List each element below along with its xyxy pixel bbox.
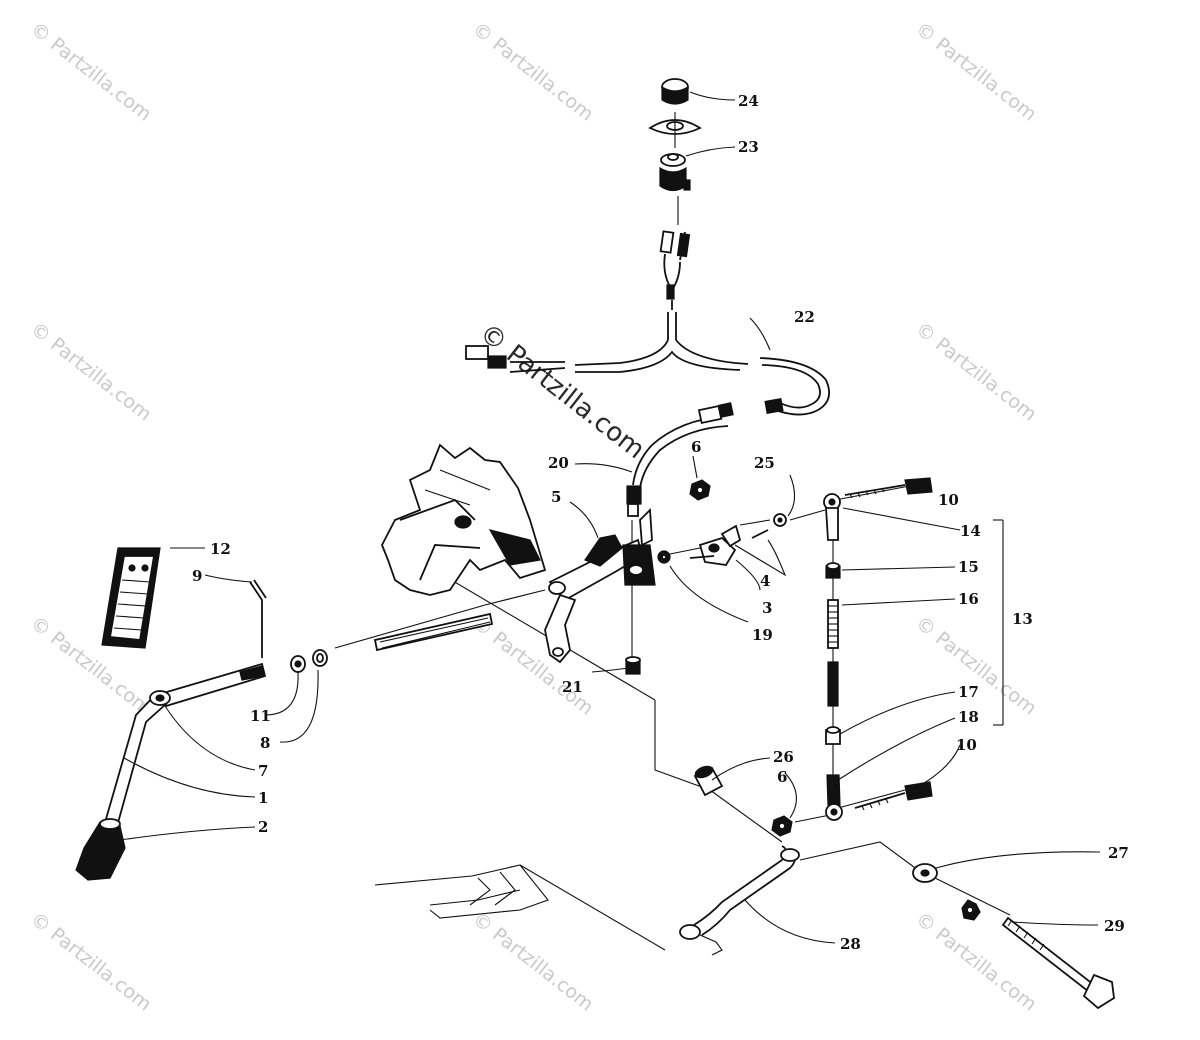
- callout-labels: 24 23 22 20 5 6 25 10 14 15 16 13 4 3 19…: [192, 92, 1129, 953]
- part-1-lever: [102, 662, 267, 832]
- leader-lines: [119, 91, 1101, 944]
- part-26-spacer: [693, 765, 724, 797]
- part-5-throttle-arm: [544, 507, 656, 664]
- part-23-switch: [659, 153, 691, 192]
- callout-15: 15: [958, 558, 979, 576]
- part-10-bolt-lower: [854, 781, 933, 811]
- callout-29: 29: [1104, 917, 1125, 935]
- callout-2: 2: [258, 818, 268, 836]
- callout-6a: 6: [691, 438, 701, 456]
- callout-5: 5: [551, 488, 561, 506]
- part-25-washer: [773, 513, 787, 527]
- callout-3: 3: [762, 599, 772, 617]
- callout-27: 27: [1108, 844, 1129, 862]
- callout-13: 13: [1012, 610, 1033, 628]
- part-28-rod: [679, 845, 800, 956]
- callout-20: 20: [548, 454, 569, 472]
- switch-wires: [659, 230, 691, 310]
- callout-26: 26: [773, 748, 794, 766]
- callout-1: 1: [258, 789, 268, 807]
- callout-6b: 6: [777, 768, 787, 786]
- callout-18: 18: [958, 708, 979, 726]
- callout-8: 8: [260, 734, 270, 752]
- callout-25: 25: [754, 454, 775, 472]
- part-22-harness: [465, 312, 830, 517]
- part-shaft: [373, 612, 494, 652]
- part-21-nut: [625, 656, 641, 675]
- part-15-jam-nut: [825, 562, 841, 579]
- part-16-threaded-rod: [827, 599, 839, 707]
- part-7-bushing: [149, 690, 171, 706]
- part-lock-washer: [961, 899, 981, 921]
- callout-16: 16: [958, 590, 979, 608]
- callout-24: 24: [738, 92, 759, 110]
- part-27-washer: [912, 863, 938, 883]
- part-4-pin: [751, 529, 769, 539]
- part-12-decal: [101, 547, 161, 649]
- callout-10b: 10: [956, 736, 977, 754]
- part-6-nut-upper: [689, 479, 711, 501]
- callout-4: 4: [760, 572, 770, 590]
- part-8-washer: [312, 649, 328, 667]
- part-11-washer: [290, 655, 306, 673]
- part-29-bolt: [1001, 916, 1115, 1010]
- part-24-cap: [648, 78, 702, 135]
- callout-22: 22: [794, 308, 815, 326]
- part-2-grip: [75, 818, 126, 881]
- part-17-jam-nut: [825, 726, 841, 745]
- mount-casting: [381, 443, 547, 596]
- footrest-outline: [374, 864, 549, 919]
- callout-10a: 10: [938, 491, 959, 509]
- callout-7: 7: [258, 762, 268, 780]
- part-19-washer: [657, 550, 671, 564]
- part-9-cotter-pin: [249, 579, 267, 658]
- part-14-rod-end: [823, 493, 841, 541]
- callout-11: 11: [250, 707, 271, 725]
- callout-12: 12: [210, 540, 231, 558]
- callout-14: 14: [960, 522, 981, 540]
- part-18-rod-end: [825, 774, 843, 821]
- part-6-nut-lower: [771, 815, 793, 837]
- callout-19: 19: [752, 626, 773, 644]
- callout-28: 28: [840, 935, 861, 953]
- part-10-bolt-upper: [844, 477, 933, 499]
- callout-17: 17: [958, 683, 979, 701]
- callout-23: 23: [738, 138, 759, 156]
- callout-21: 21: [562, 678, 583, 696]
- part-3-linkage-block: [689, 524, 742, 566]
- callout-9: 9: [192, 567, 202, 585]
